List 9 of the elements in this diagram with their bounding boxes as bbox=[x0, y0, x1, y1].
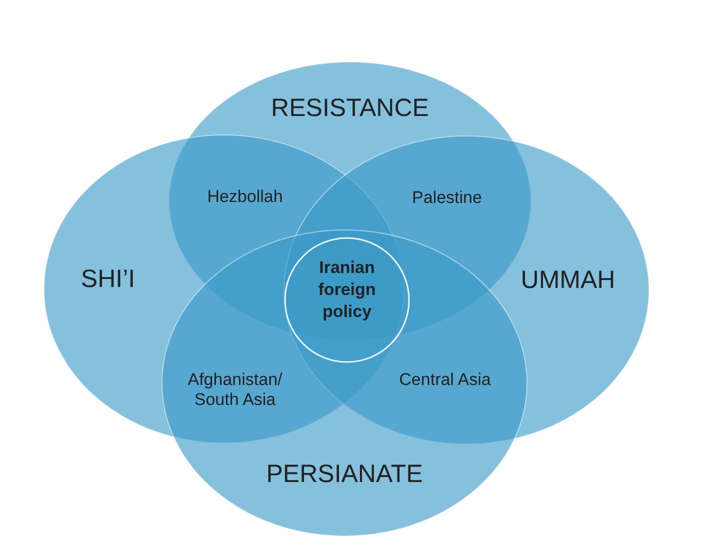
set-label: PERSIANATE bbox=[265, 459, 424, 489]
center-label: Iranian foreign policy bbox=[317, 257, 377, 323]
overlap-label: Central Asia bbox=[398, 370, 492, 390]
set-label: UMMAH bbox=[520, 265, 616, 295]
set-label: SHI’I bbox=[80, 264, 136, 294]
overlap-label: Palestine bbox=[411, 188, 483, 208]
overlap-label: Afghanistan/ South Asia bbox=[186, 370, 284, 410]
overlap-label: Hezbollah bbox=[206, 187, 284, 207]
set-label: RESISTANCE bbox=[270, 93, 430, 123]
